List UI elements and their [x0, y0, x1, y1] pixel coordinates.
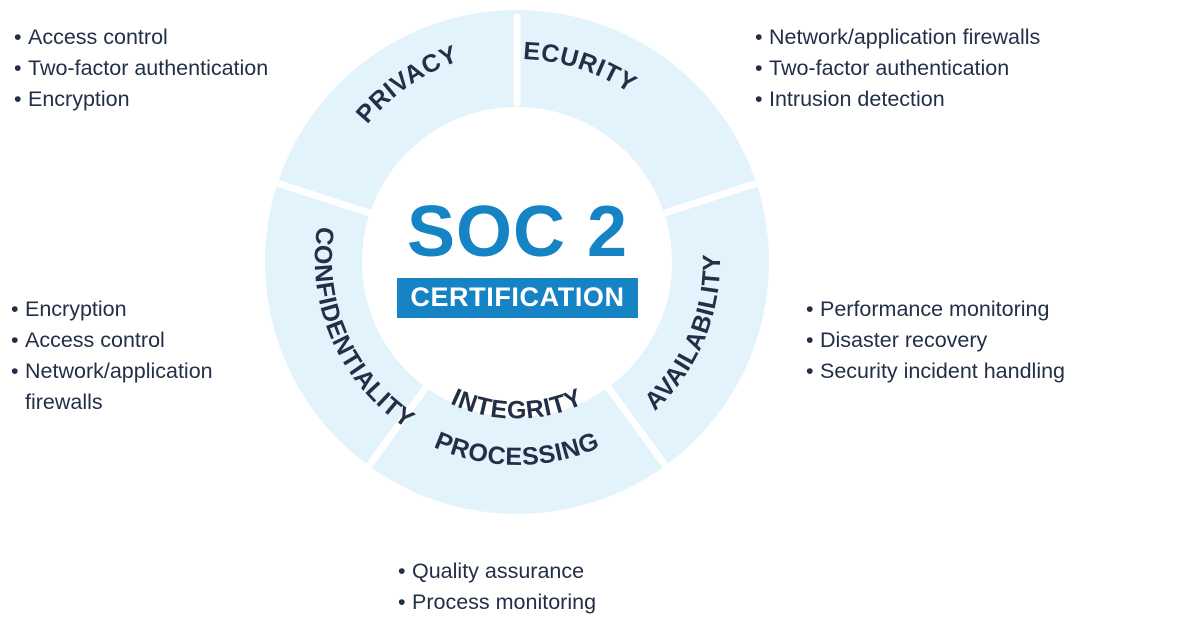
- segment-gaps: [276, 14, 758, 514]
- list-confidentiality: Encryption Access control Network/applic…: [11, 294, 256, 418]
- list-item: Encryption: [14, 84, 324, 115]
- donut-chart: SECURITY AVAILABILITY PROCESSING INTEGRI…: [265, 10, 769, 514]
- list-item: Disaster recovery: [806, 325, 1106, 356]
- ring-segments: [265, 10, 769, 514]
- list-privacy: Access control Two-factor authentication…: [14, 22, 324, 115]
- page-title: SOC 2: [406, 192, 629, 272]
- list-item: Security incident handling: [806, 356, 1106, 387]
- list-security: Network/application firewalls Two-factor…: [755, 22, 1095, 115]
- list-item: Access control: [11, 325, 256, 356]
- list-item: Encryption: [11, 294, 256, 325]
- list-item: Process monitoring: [398, 587, 648, 618]
- list-availability: Performance monitoring Disaster recovery…: [806, 294, 1106, 387]
- list-item: Two-factor authentication: [14, 53, 324, 84]
- list-item: Intrusion detection: [755, 84, 1095, 115]
- certification-badge: CERTIFICATION: [397, 278, 638, 319]
- list-item: Access control: [14, 22, 324, 53]
- list-item: Quality assurance: [398, 556, 648, 587]
- ring-band: [265, 10, 769, 514]
- list-item: Network/application firewalls: [11, 356, 256, 418]
- list-item: Network/application firewalls: [755, 22, 1095, 53]
- center-label: SOC 2 CERTIFICATION: [360, 192, 675, 319]
- list-processing-integrity: Quality assurance Process monitoring: [398, 556, 648, 618]
- list-item: Two-factor authentication: [755, 53, 1095, 84]
- list-item: Performance monitoring: [806, 294, 1106, 325]
